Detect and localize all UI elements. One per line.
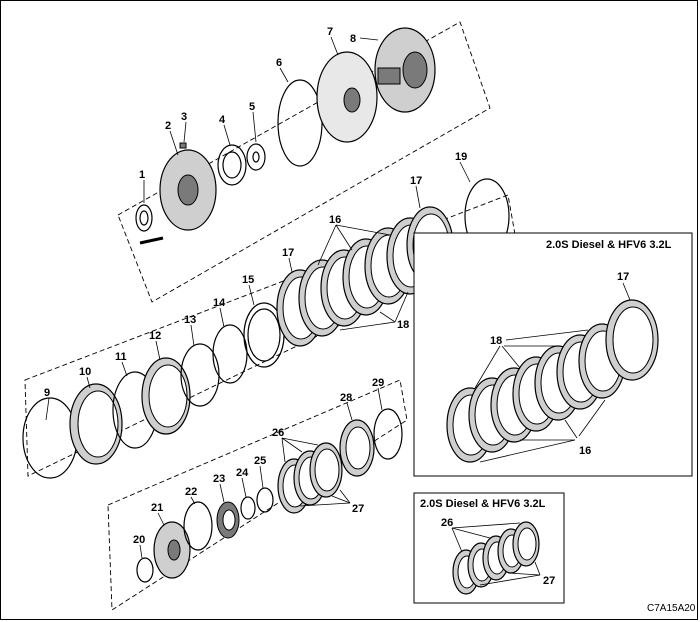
part-20-washer (136, 557, 154, 583)
part-25-washer (256, 487, 274, 513)
label-7: 7 (327, 26, 333, 38)
part-28-pressure-plate (339, 419, 375, 477)
assembly-outline-bottom (107, 379, 408, 611)
label-21: 21 (151, 502, 163, 514)
part-8-stator-support (374, 27, 436, 113)
label-22: 22 (185, 486, 197, 498)
label-9: 9 (44, 387, 50, 399)
inset-b-clutch-pack (452, 521, 540, 595)
label-1: 1 (139, 169, 145, 181)
part-10-piston (69, 383, 123, 465)
inset-a-clutch-pack (446, 299, 659, 463)
label-17a: 17 (410, 175, 422, 187)
label-23: 23 (213, 473, 225, 485)
label-25: 25 (254, 455, 266, 467)
assembly-outline-top (117, 21, 491, 303)
part-3-key (179, 142, 187, 149)
part-5-inner-gear (246, 143, 266, 171)
part-1-seal (135, 204, 153, 232)
inset-a-label-16: 16 (579, 445, 591, 457)
label-4: 4 (219, 114, 226, 126)
label-2: 2 (165, 120, 171, 132)
part-21-hub (153, 521, 191, 579)
inset-b-label-27: 27 (543, 575, 555, 587)
label-11: 11 (115, 351, 127, 363)
inset-b-title: 2.0S Diesel & HFV6 3.2L (420, 498, 546, 510)
part-9-o-ring (22, 397, 78, 479)
part-29-snap-ring (373, 408, 403, 460)
label-12: 12 (149, 330, 161, 342)
inset-a-label-17: 17 (617, 271, 629, 283)
label-3: 3 (181, 111, 187, 123)
label-26: 26 (272, 427, 284, 439)
label-20: 20 (133, 534, 145, 546)
part-7-pump-cover-plate (316, 51, 378, 143)
part-24-ring (240, 496, 256, 520)
part-14-ring (212, 324, 248, 384)
label-17b: 17 (282, 247, 294, 259)
part-13-seal (180, 343, 220, 407)
label-14: 14 (213, 297, 226, 309)
inset-b-label-26: 26 (441, 517, 453, 529)
inset-a-label-18: 18 (490, 335, 502, 347)
part-23-bearing (216, 501, 240, 539)
figure-code: C7A15A20 (647, 603, 696, 614)
label-19: 19 (455, 151, 467, 163)
label-6: 6 (276, 57, 282, 69)
part-2-pump-housing (139, 149, 217, 245)
label-24: 24 (236, 467, 249, 479)
label-10: 10 (79, 366, 91, 378)
part-12-spring (141, 357, 191, 435)
part-6-o-ring (277, 79, 323, 167)
label-5: 5 (249, 101, 255, 113)
inset-a-title: 2.0S Diesel & HFV6 3.2L (546, 239, 672, 251)
label-8: 8 (350, 33, 356, 45)
label-16: 16 (329, 214, 341, 226)
label-13: 13 (184, 314, 196, 326)
part-22-seal (183, 501, 213, 551)
label-28: 28 (340, 392, 352, 404)
label-15: 15 (242, 274, 254, 286)
label-27: 27 (352, 503, 364, 515)
clutch-pack-26-27 (277, 442, 343, 514)
part-4-outer-gear (217, 144, 247, 186)
label-29: 29 (372, 377, 384, 389)
label-18: 18 (397, 319, 409, 331)
